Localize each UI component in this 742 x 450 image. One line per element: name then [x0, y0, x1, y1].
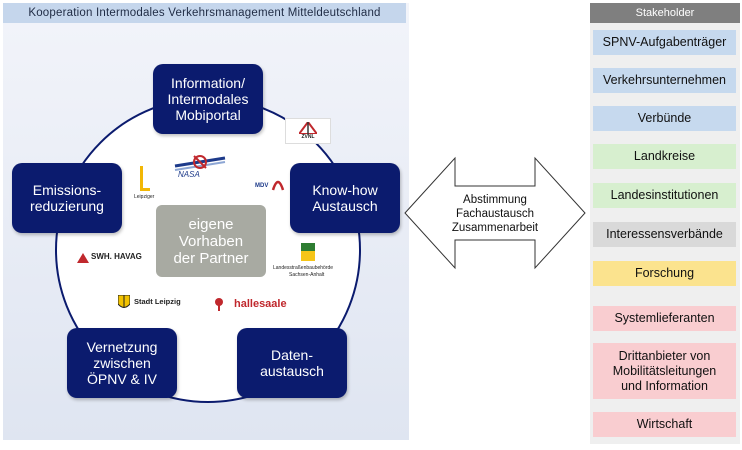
leipziger-logo: Leipziger — [134, 166, 156, 206]
node-knowhow-austausch: Know-how Austausch — [290, 163, 400, 233]
stadt-leipzig-logo: Stadt Leipzig — [118, 294, 190, 312]
mdv-logo-text: MDV — [255, 183, 269, 189]
stakeholder-item: Forschung — [593, 261, 736, 286]
nasa-logo: NASA — [170, 152, 230, 182]
halle-saale-logo: hallesaale — [214, 297, 294, 313]
stakeholder-item: Systemlieferanten — [593, 306, 736, 331]
lsbb-logo: Landesstraßenbaubehörde Sachsen-Anhalt — [273, 243, 343, 285]
stakeholder-item: Landkreise — [593, 144, 736, 169]
mdv-logo: MDV — [255, 178, 289, 196]
stadt-leipzig-logo-text: Stadt Leipzig — [134, 297, 181, 306]
exchange-arrow — [404, 156, 586, 270]
stakeholder-item: SPNV-Aufgabenträger — [593, 30, 736, 55]
stadt-leipzig-logo-mark — [118, 295, 130, 308]
stakeholder-item: Wirtschaft — [593, 412, 736, 437]
halle-saale-logo-text: hallesaale — [234, 298, 287, 310]
zvnl-logo-text: ZVNL — [301, 134, 315, 140]
stakeholder-item: Verkehrsunternehmen — [593, 68, 736, 93]
mdv-logo-mark — [271, 180, 285, 191]
panel-title: Kooperation Intermodales Verkehrsmanagem… — [3, 3, 406, 23]
lsbb-logo-text-2: Sachsen-Anhalt — [289, 272, 325, 278]
leipziger-logo-mark — [140, 166, 150, 191]
nasa-logo-mark — [174, 155, 226, 171]
node-vernetzung: Vernetzung zwischen ÖPNV & IV — [67, 328, 177, 398]
node-datenaustausch: Daten- austausch — [237, 328, 347, 398]
node-information-mobiportal: Information/ Intermodales Mobiportal — [153, 64, 263, 134]
zvnl-logo-mark — [299, 122, 317, 134]
swh-havag-logo: SWH. HAVAG — [77, 251, 147, 265]
stakeholder-item: Drittanbieter von Mobilitätsleitungen un… — [593, 343, 736, 399]
arrow-label-line-3: Zusammenarbeit — [451, 222, 539, 234]
arrow-label: Abstimmung Fachaustausch Zusammenarbeit — [430, 193, 560, 235]
swh-logo-text: SWH. HAVAG — [91, 252, 142, 261]
zvnl-logo: ZVNL — [285, 118, 331, 144]
node-emissionsreduzierung: Emissions- reduzierung — [12, 163, 122, 233]
stakeholder-header: Stakeholder — [590, 3, 740, 23]
leipziger-logo-text: Leipziger — [134, 194, 155, 200]
arrow-label-line-2: Fachaustausch — [456, 208, 534, 220]
swh-logo-mark — [77, 253, 89, 263]
lsbb-logo-text-1: Landesstraßenbaubehörde — [273, 265, 334, 271]
center-box: eigene Vorhaben der Partner — [156, 205, 266, 277]
stakeholder-item: Verbünde — [593, 106, 736, 131]
arrow-label-line-1: Abstimmung — [463, 194, 527, 206]
nasa-logo-text: NASA — [178, 170, 200, 179]
halle-logo-mark — [215, 298, 223, 311]
lsbb-logo-mark — [301, 243, 315, 261]
stakeholder-item: Interessensverbände — [593, 222, 736, 247]
stakeholder-item: Landesinstitutionen — [593, 183, 736, 208]
